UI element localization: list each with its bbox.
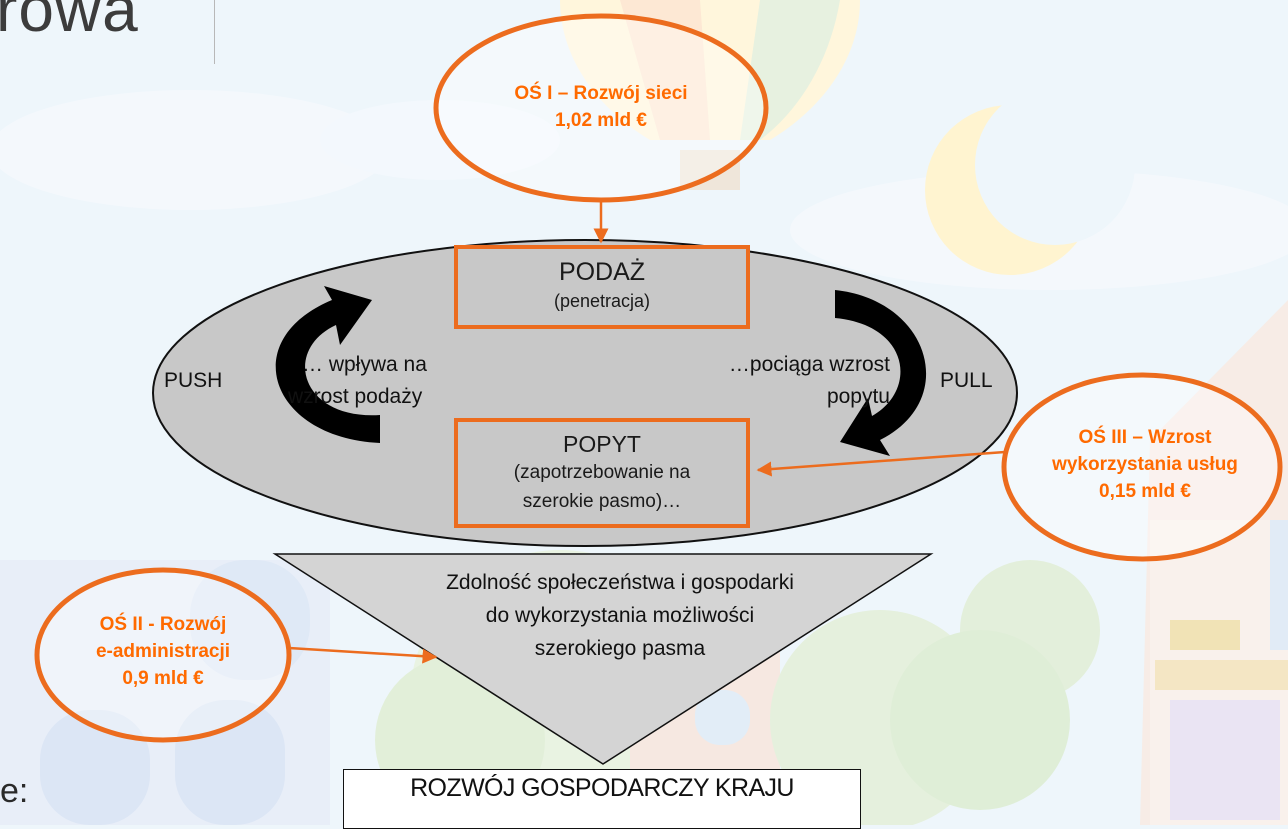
os1-line2: 1,02 mld € bbox=[555, 110, 647, 131]
outcome-label: ROZWÓJ GOSPODARCZY KRAJU bbox=[410, 774, 794, 802]
os3-label: OŚ III – Wzrost wykorzystania usług 0,15… bbox=[1010, 424, 1280, 505]
pull-description: …pociąga wzrost popytu bbox=[660, 349, 890, 413]
os1-label: OŚ I – Rozwój sieci 1,02 mld € bbox=[456, 80, 746, 134]
supply-title: PODAŻ bbox=[558, 258, 646, 286]
push-description: … wpływa na wzrost podaży bbox=[288, 349, 427, 413]
push-label: PUSH bbox=[164, 369, 223, 392]
demand-subtitle-line2: szerokie pasmo)… bbox=[522, 491, 682, 512]
pull-description-line1: …pociąga wzrost bbox=[728, 353, 890, 376]
cycle-ellipse bbox=[152, 239, 1018, 547]
arrow-os2-to-triangle bbox=[288, 646, 438, 664]
outcome-box: ROZWÓJ GOSPODARCZY KRAJU bbox=[343, 769, 861, 829]
os2-line2: e-administracji bbox=[95, 641, 231, 662]
pull-curved-arrow bbox=[835, 290, 927, 456]
capability-triangle bbox=[272, 553, 934, 765]
os3-line3: 0,15 mld € bbox=[1099, 481, 1191, 502]
axis-ellipse-os3 bbox=[1001, 372, 1283, 562]
os3-line2: wykorzystania usług bbox=[1052, 454, 1238, 475]
bottom-text-fragment: e: bbox=[0, 772, 29, 810]
arrow-os3-to-demand bbox=[756, 450, 1006, 477]
push-description-line1: … wpływa na bbox=[302, 353, 427, 376]
capability-line2: do wykorzystania możliwości bbox=[485, 604, 755, 627]
pull-description-line2: popytu bbox=[826, 385, 890, 408]
demand-title: POPYT bbox=[563, 431, 641, 457]
capability-line3: szerokiego pasma bbox=[534, 637, 706, 660]
os2-line3: 0,9 mld € bbox=[122, 668, 204, 689]
demand-subtitle-line1: (zapotrzebowanie na bbox=[513, 462, 691, 483]
os1-line1: OŚ I – Rozwój sieci bbox=[514, 83, 688, 104]
capability-line1: Zdolność społeczeństwa i gospodarki bbox=[446, 571, 794, 594]
os2-line1: OŚ II - Rozwój bbox=[99, 614, 227, 635]
supply-subtitle: (penetracja) bbox=[553, 291, 651, 311]
os3-line1: OŚ III – Wzrost bbox=[1078, 427, 1212, 448]
os2-label: OŚ II - Rozwój e-administracji 0,9 mld € bbox=[48, 611, 278, 692]
supply-box: PODAŻ (penetracja) bbox=[454, 245, 750, 329]
push-description-line2: wzrost podaży bbox=[288, 385, 423, 408]
slide-title-fragment: rowa bbox=[0, 0, 139, 45]
title-divider bbox=[214, 0, 215, 64]
axis-ellipse-os2 bbox=[34, 567, 292, 743]
push-curved-arrow bbox=[275, 286, 380, 443]
demand-box: POPYT (zapotrzebowanie na szerokie pasmo… bbox=[454, 418, 750, 528]
capability-text: Zdolność społeczeństwa i gospodarki do w… bbox=[360, 566, 880, 665]
pull-label: PULL bbox=[940, 369, 993, 392]
